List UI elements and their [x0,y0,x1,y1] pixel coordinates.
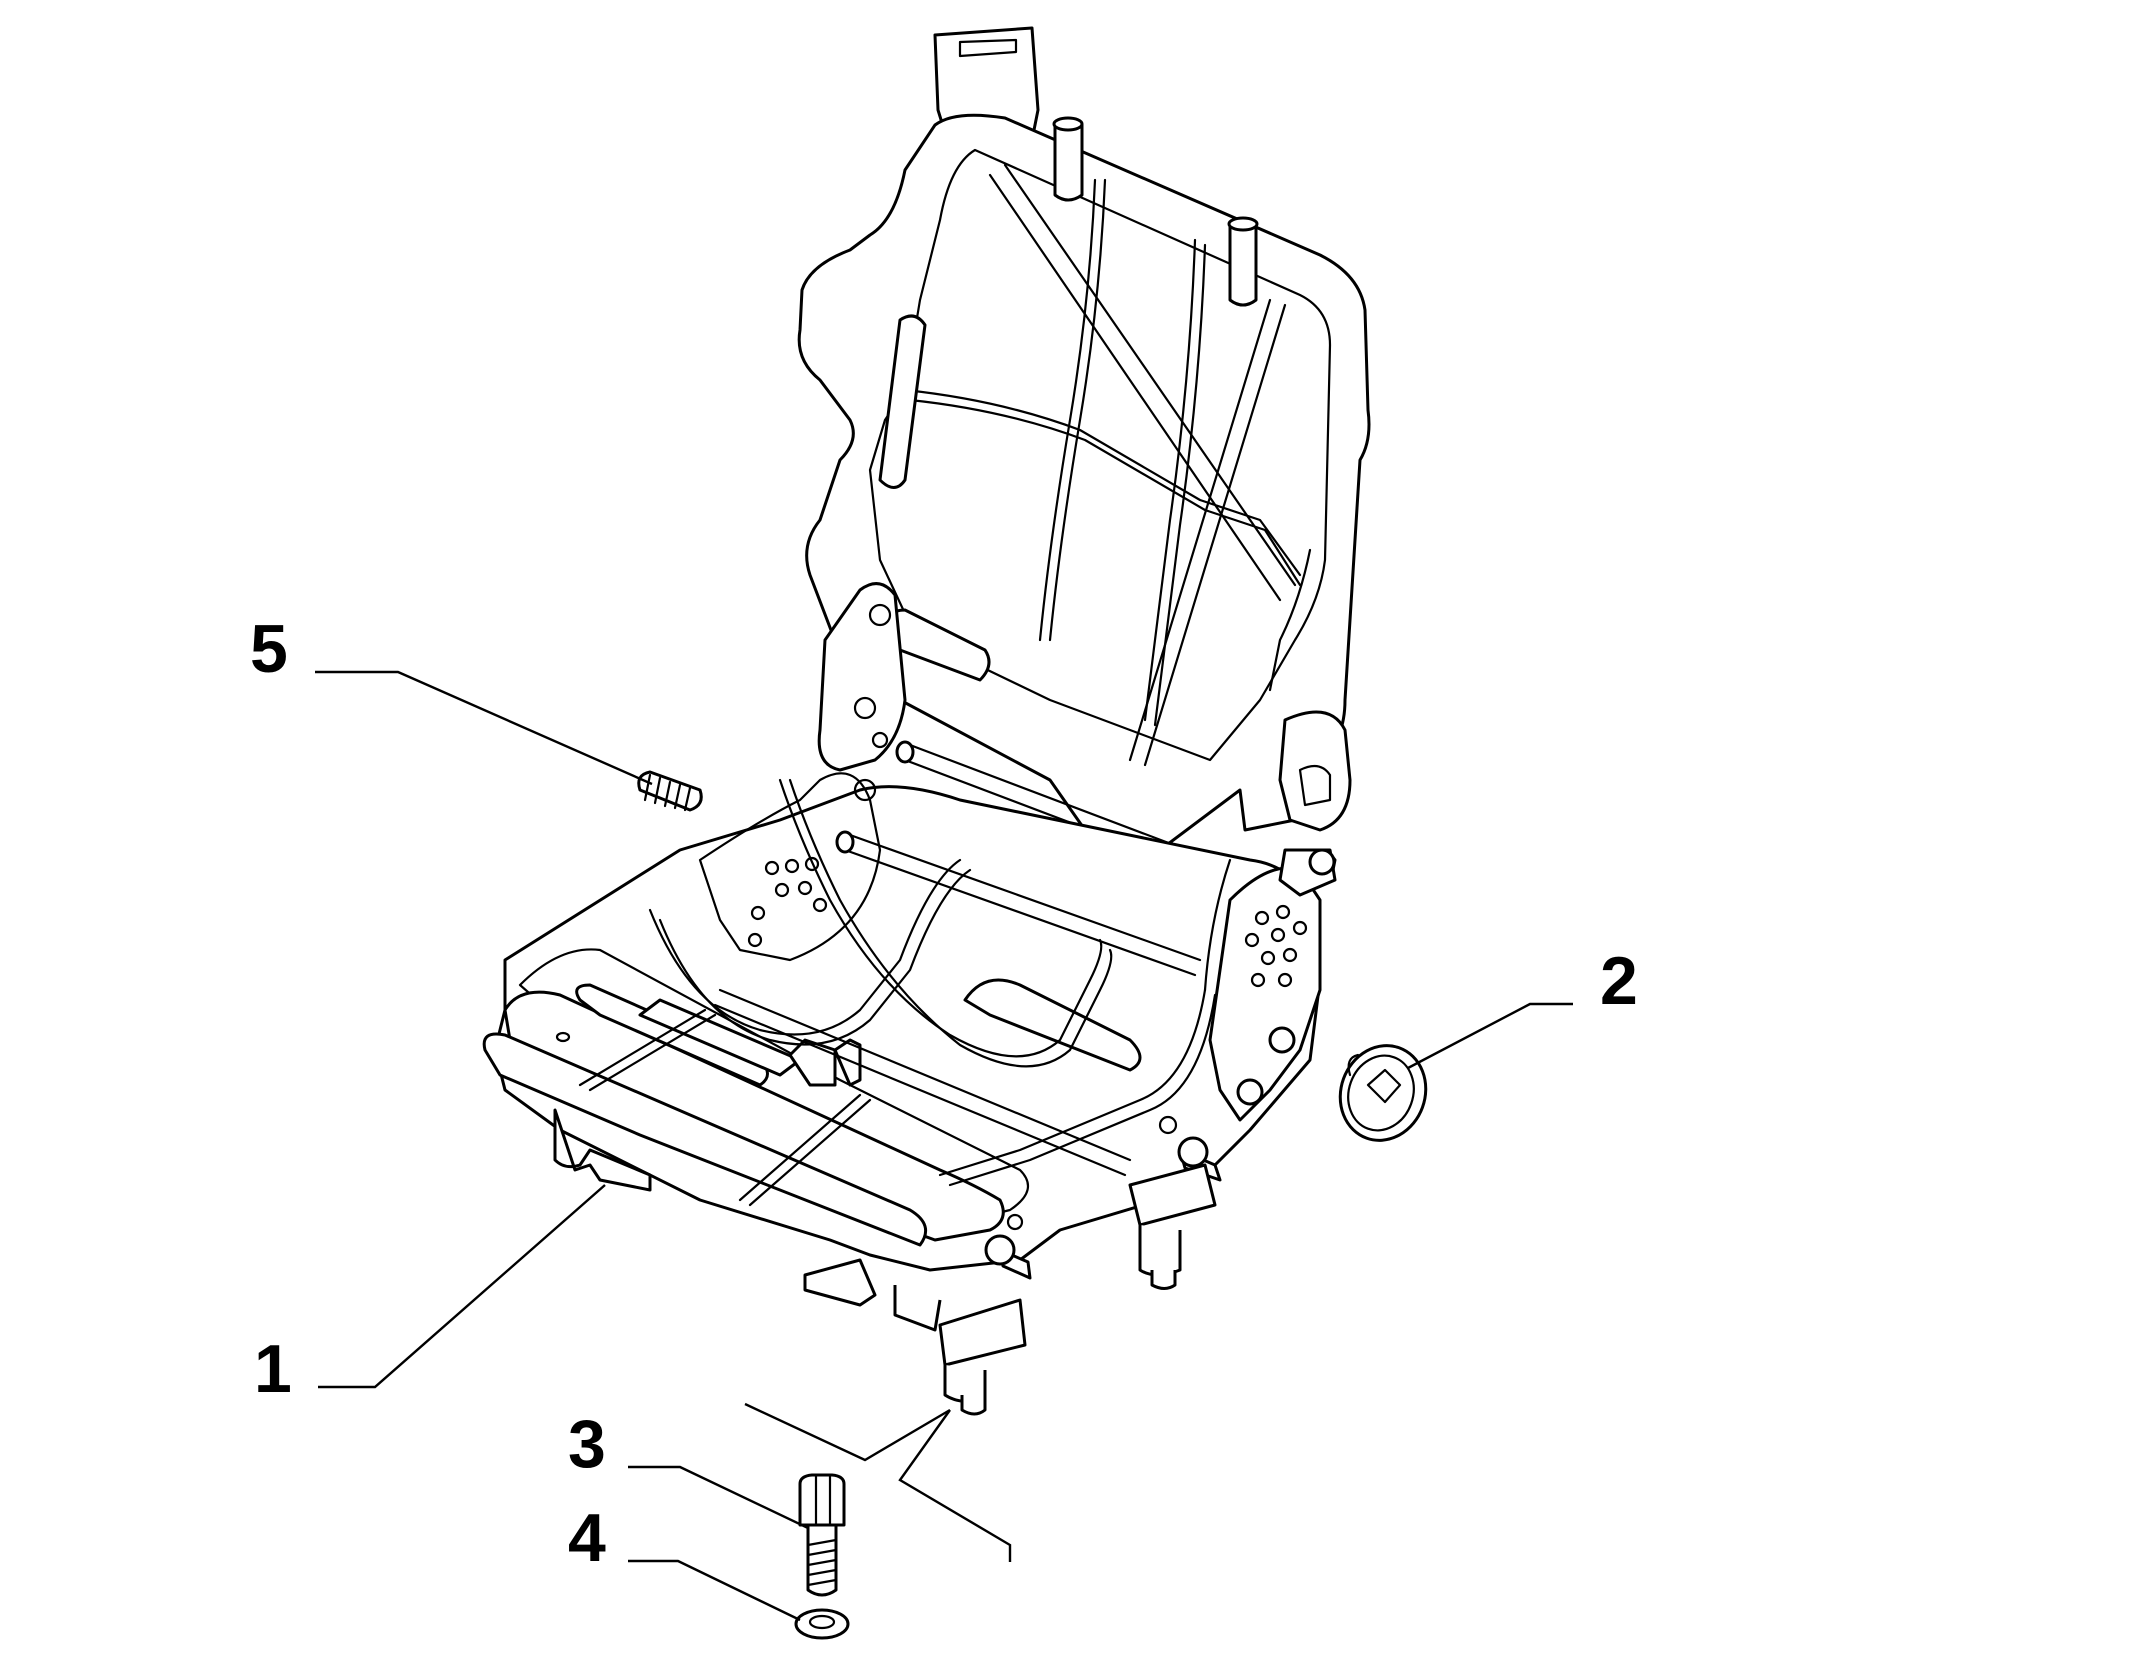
washer-part [794,1608,850,1640]
callout-2: 2 [1600,943,1638,1019]
leader-line-1 [318,1184,606,1389]
callout-5: 5 [250,611,288,687]
leader-line-mount-a [744,1402,951,1462]
leader-line-mount-b [898,1409,1012,1562]
leader-lines [315,670,1573,1622]
leader-line-3 [628,1465,809,1530]
seat-frame-assembly [482,26,1371,1416]
callout-4: 4 [568,1500,606,1576]
leader-line-4 [628,1559,801,1622]
callout-1: 1 [254,1331,292,1407]
leader-line-2 [1407,1002,1573,1070]
spiral-spring-part [1338,1044,1428,1142]
spring-part [637,770,703,812]
bolt-part [798,1473,846,1597]
leader-line-5 [315,670,653,786]
callout-3: 3 [568,1406,606,1482]
callouts: 5 1 2 3 4 [250,611,1638,1576]
